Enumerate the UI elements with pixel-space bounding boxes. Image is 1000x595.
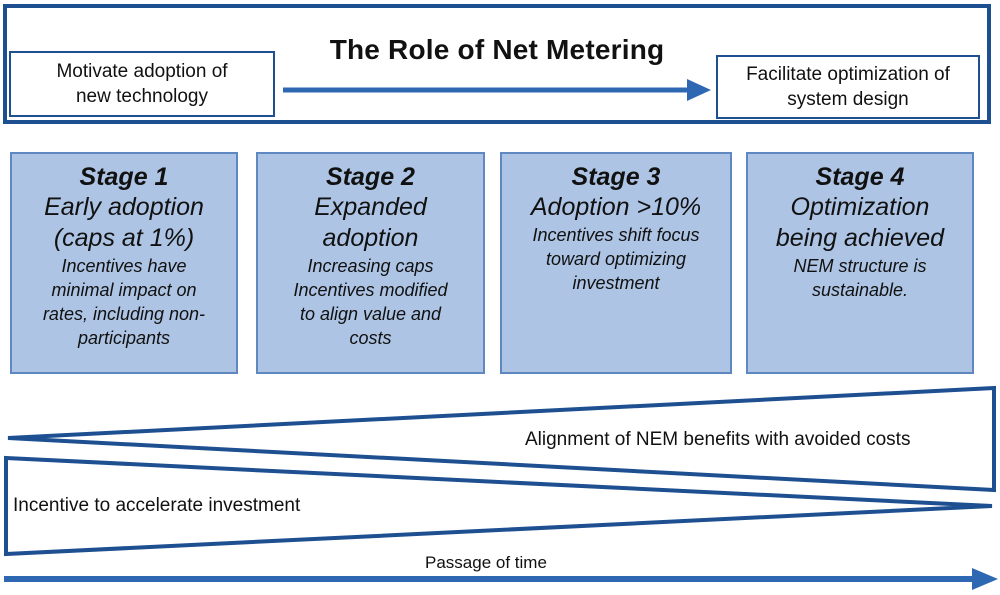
passage-of-time-label: Passage of time — [425, 553, 547, 572]
incentive-wedge — [4, 455, 993, 557]
stage-3-heading-1: Adoption >10% — [530, 193, 702, 221]
motivate-adoption-line-1: Motivate adoption of — [56, 61, 228, 82]
facilitate-optimization-box: Facilitate optimization of system design — [716, 55, 980, 119]
stage-2-heading-2: adoption — [322, 224, 419, 252]
stage-4-desc-1: NEM structure is — [793, 256, 927, 276]
stage-3-desc-1: Incentives shift focus — [532, 225, 700, 245]
stage-1-desc-1: Incentives have — [61, 256, 187, 276]
stage-1-number: Stage 1 — [79, 163, 169, 191]
stage-2-number: Stage 2 — [326, 163, 415, 191]
stage-3-desc-3: investment — [572, 273, 660, 293]
wedge-graphic — [4, 385, 996, 557]
stage-2-box: Stage 2 Expanded adoption Increasing cap… — [256, 152, 485, 374]
stage-1-heading-1: Early adoption — [44, 193, 204, 221]
diagram-title: The Role of Net Metering — [329, 34, 665, 65]
stage-3-box: Stage 3 Adoption >10% Incentives shift f… — [500, 152, 732, 374]
stage-3-desc-2: toward optimizing — [545, 249, 687, 269]
stage-4-number: Stage 4 — [815, 163, 905, 191]
stage-2-heading-1: Expanded — [314, 193, 427, 221]
header-arrow-icon — [283, 79, 711, 101]
stage-2-desc-3: to align value and — [299, 304, 442, 324]
incentive-label: Incentive to accelerate investment — [13, 495, 301, 516]
stage-4-desc-2: sustainable. — [811, 280, 909, 300]
alignment-label: Alignment of NEM benefits with avoided c… — [525, 429, 911, 450]
motivate-adoption-line-2: new technology — [75, 86, 209, 107]
stage-1-desc-2: minimal impact on — [51, 280, 197, 300]
stage-2-desc-4: costs — [349, 328, 392, 348]
stage-1-box: Stage 1 Early adoption (caps at 1%) Ince… — [10, 152, 238, 374]
facilitate-optimization-line-1: Facilitate optimization of — [746, 64, 950, 85]
stage-2-desc-1: Increasing caps — [307, 256, 434, 276]
motivate-adoption-box: Motivate adoption of new technology — [9, 51, 275, 117]
stage-3-number: Stage 3 — [571, 163, 661, 191]
stage-4-heading-1: Optimization — [790, 193, 930, 221]
stage-1-heading-2: (caps at 1%) — [53, 224, 195, 252]
facilitate-optimization-line-2: system design — [787, 89, 909, 110]
stage-2-desc-2: Incentives modified — [293, 280, 448, 300]
time-arrow-icon — [4, 568, 998, 590]
stage-4-heading-2: being achieved — [775, 224, 945, 252]
alignment-wedge — [7, 385, 996, 493]
stage-1-desc-4: participants — [77, 328, 171, 348]
stage-4-box: Stage 4 Optimization being achieved NEM … — [746, 152, 974, 374]
stage-1-desc-3: rates, including non- — [42, 304, 206, 324]
